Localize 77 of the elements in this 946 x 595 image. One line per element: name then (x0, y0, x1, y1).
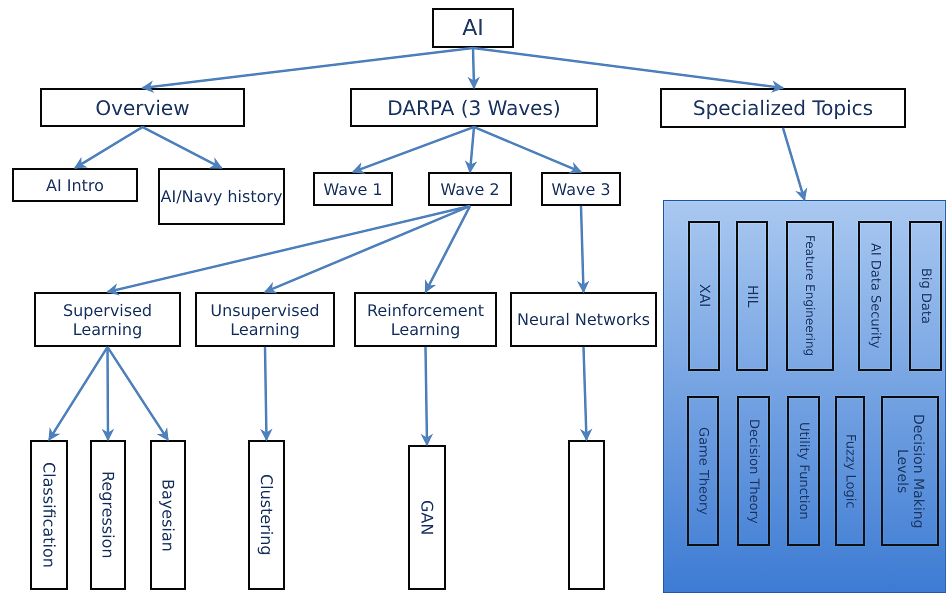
topic-box (12, 168, 138, 202)
topic-box (354, 292, 497, 347)
box-label: AI/Navy history (160, 187, 282, 206)
vertical-topic-box (408, 445, 446, 590)
vertical-topic-box (858, 221, 892, 371)
arrow (74, 126, 144, 170)
box-label: XAI (696, 284, 712, 308)
arrow (474, 126, 582, 174)
box-label: Supervised Learning (62, 300, 154, 338)
box-label: Decision Theory (746, 418, 761, 524)
vertical-topic-box (30, 440, 68, 590)
arrow (102, 347, 114, 442)
box-label: Feature Engineering (803, 235, 817, 357)
box-label: Unsupervised Learning (209, 300, 321, 338)
vertical-topic-box (909, 221, 942, 371)
topic-box (660, 88, 906, 128)
box-label: Wave 1 (323, 180, 383, 198)
box-label: DARPA (3 Waves) (387, 96, 561, 120)
box-label: HIL (744, 284, 760, 308)
arrow (106, 346, 170, 442)
vertical-topic-box (881, 396, 939, 546)
box-label: Clustering (257, 474, 276, 556)
arrow (420, 346, 434, 446)
box-label: Classification (40, 462, 58, 568)
box-label: Game Theory (696, 426, 710, 515)
arrow (464, 126, 478, 174)
arrow (424, 205, 472, 294)
vertical-topic-box (835, 396, 865, 546)
topic-box (34, 292, 181, 347)
topic-box (428, 172, 512, 206)
box-label: Regression (98, 471, 118, 559)
topic-box (195, 292, 335, 347)
box-label: Wave 3 (551, 180, 611, 198)
box-label: AI (462, 16, 484, 40)
box-label: Utility Function (796, 422, 811, 520)
topics-panel (663, 200, 946, 593)
vertical-topic-box (787, 396, 820, 546)
topic-box (158, 168, 285, 225)
box-label: Overview (95, 96, 190, 120)
arrow (467, 48, 480, 90)
topic-box (510, 292, 657, 347)
vertical-topic-box (736, 221, 768, 371)
arrow (352, 126, 474, 174)
topic-box (313, 172, 393, 206)
vertical-topic-box (248, 440, 285, 590)
vertical-topic-box (786, 221, 834, 371)
arrow (106, 204, 470, 296)
arrow (580, 346, 592, 442)
box-label: Specialized Topics (692, 96, 874, 120)
arrow (48, 346, 109, 442)
box-label: Fuzzy Logic (842, 434, 858, 508)
box-label: Bayesian (158, 478, 178, 552)
topic-box (40, 88, 245, 127)
arrow (260, 346, 273, 442)
vertical-topic-box (90, 440, 126, 590)
box-label: Wave 2 (440, 180, 500, 198)
vertical-topic-box (688, 221, 720, 371)
arrow (782, 128, 808, 202)
vertical-topic-box (687, 396, 719, 546)
box-label: Reinforcement Learning (366, 300, 485, 338)
topic-box (350, 88, 598, 127)
vertical-box (568, 440, 605, 590)
topic-box (432, 8, 514, 48)
box-label: Decision Making Levels (894, 412, 926, 530)
arrow (264, 204, 470, 294)
arrow (472, 46, 784, 93)
vertical-topic-box (150, 440, 186, 590)
arrow (142, 126, 223, 170)
box-label: Neural Networks (516, 310, 650, 329)
box-label: Big Data (918, 268, 933, 324)
box-label: AI Data Security (868, 243, 882, 349)
box-label: GAN (418, 500, 436, 536)
box-label: AI Intro (46, 176, 104, 194)
arrow (576, 206, 590, 294)
arrow (141, 46, 474, 93)
vertical-topic-box (737, 396, 770, 546)
topic-box (541, 172, 621, 206)
